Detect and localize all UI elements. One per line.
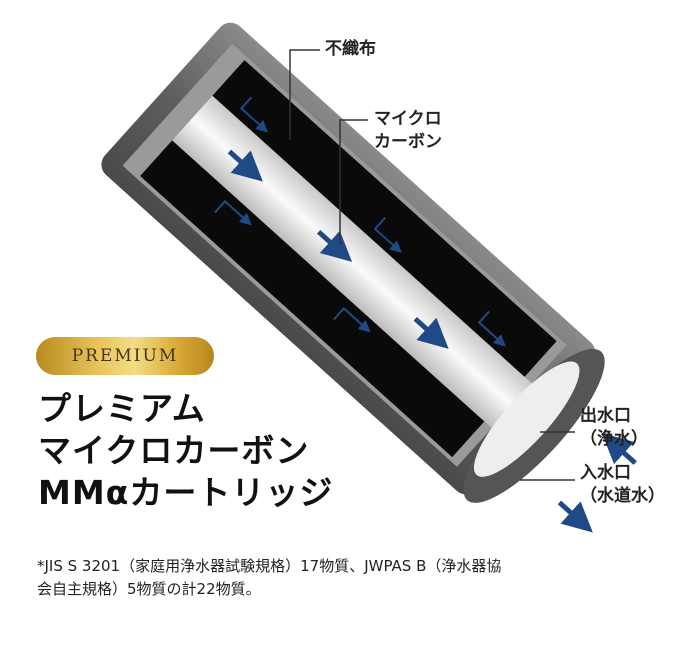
product-title: プレミアム マイクロカーボン MMαカートリッジ (38, 388, 333, 514)
footnote: *JIS S 3201（家庭用浄水器試験規格）17物質、JWPAS B（浄水器協… (37, 555, 657, 601)
premium-badge-label: PREMIUM (71, 346, 179, 366)
footnote-line-2: 会自主規格）5物質の計22物質。 (37, 580, 261, 598)
label-nonwoven: 不織布 (325, 39, 376, 59)
title-line-2: マイクロカーボン (38, 431, 310, 470)
label-inlet: 入水口 （水道水） (580, 462, 665, 508)
leader-lines (289, 49, 575, 481)
title-line-3: MMαカートリッジ (38, 473, 334, 512)
label-outlet-line1: 出水口 (580, 406, 631, 426)
cartridge-body (101, 22, 637, 533)
label-outlet-line2: （浄水） (580, 429, 648, 449)
center-channel (172, 95, 540, 435)
label-microcarbon-line2: カーボン (374, 132, 442, 152)
label-inlet-line2: （水道水） (580, 486, 665, 506)
flow-arrows (227, 149, 637, 533)
label-microcarbon: マイクロ カーボン (374, 108, 442, 154)
premium-badge: PREMIUM (36, 337, 214, 375)
label-microcarbon-line1: マイクロ (374, 109, 442, 129)
nonwoven-layer-bottom (140, 140, 485, 458)
footnote-line-1: *JIS S 3201（家庭用浄水器試験規格）17物質、JWPAS B（浄水器協 (37, 557, 502, 575)
title-line-1: プレミアム (38, 389, 206, 428)
label-inlet-line1: 入水口 (580, 463, 631, 483)
label-outlet: 出水口 （浄水） (580, 405, 648, 451)
